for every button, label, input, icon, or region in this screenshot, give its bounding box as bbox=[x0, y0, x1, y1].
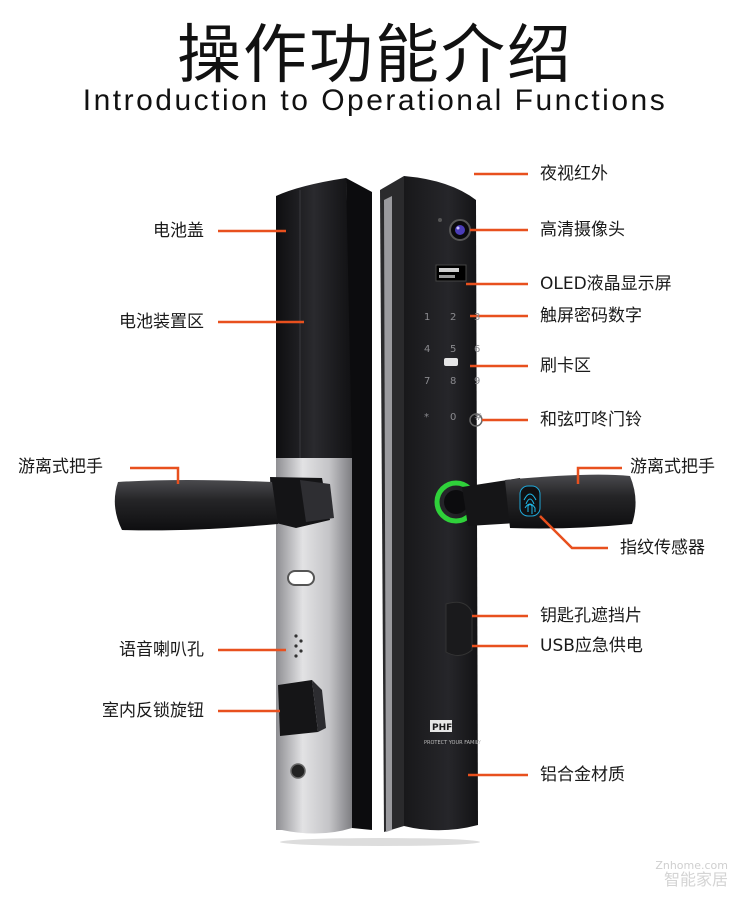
indoor-steel-body bbox=[276, 458, 352, 834]
label-hd-camera: 高清摄像头 bbox=[540, 220, 625, 240]
label-touch-keys: 触屏密码数字 bbox=[540, 306, 642, 326]
keypad-key: 9 bbox=[474, 376, 480, 387]
label-fingerprint: 指纹传感器 bbox=[620, 538, 705, 558]
brand-logo-box bbox=[430, 720, 452, 732]
keypad-key: 6 bbox=[474, 344, 480, 355]
keypad-key: 8 bbox=[450, 376, 456, 387]
leader-lines bbox=[130, 172, 622, 777]
label-handle-right: 游离式把手 bbox=[630, 457, 715, 477]
label-alloy: 铝合金材质 bbox=[540, 765, 625, 785]
outdoor-front bbox=[404, 176, 478, 831]
label-usb: USB应急供电 bbox=[540, 636, 643, 656]
oled-screen bbox=[435, 264, 467, 282]
touch-keypad: 1 2 3 4 5 6 7 8 9 * 0 # bbox=[424, 312, 482, 423]
keypad-key: 1 bbox=[424, 312, 430, 323]
keypad-key: * bbox=[424, 412, 429, 423]
label-doorbell: 和弦叮咚门铃 bbox=[540, 410, 642, 430]
watermark: Znhome.com 智能家居 bbox=[655, 859, 728, 889]
keypad-key: 7 bbox=[424, 376, 430, 387]
keypad-key: 3 bbox=[474, 312, 480, 323]
brand-logo-text: PHF bbox=[432, 723, 452, 733]
brand-slogan: PROTECT YOUR FAMILY bbox=[424, 740, 482, 746]
watermark-name: 智能家居 bbox=[663, 870, 728, 889]
label-indoor-knob: 室内反锁旋钮 bbox=[102, 701, 204, 721]
keypad-key: 0 bbox=[450, 412, 456, 423]
label-night-ir: 夜视红外 bbox=[540, 164, 608, 184]
keypad-key: 4 bbox=[424, 344, 430, 355]
keypad-key: 2 bbox=[450, 312, 456, 323]
speaker-holes bbox=[294, 634, 303, 658]
indoor-knob bbox=[278, 680, 318, 736]
battery-cover bbox=[276, 178, 352, 458]
watermark-site: Znhome.com bbox=[655, 859, 728, 872]
keyhole-cover bbox=[445, 601, 473, 656]
label-speaker-hole: 语音喇叭孔 bbox=[119, 640, 204, 660]
keypad-key: # bbox=[474, 412, 482, 423]
page-subtitle: Introduction to Operational Functions bbox=[82, 84, 668, 117]
leader-handle-left bbox=[130, 466, 180, 484]
ir-sensor bbox=[438, 218, 442, 222]
indoor-slot bbox=[287, 570, 315, 586]
fingerprint-sensor-icon bbox=[523, 493, 537, 514]
left-handle bbox=[114, 480, 278, 531]
keypad-key: 5 bbox=[450, 344, 456, 355]
label-battery-area: 电池装置区 bbox=[119, 312, 204, 332]
label-handle-left: 游离式把手 bbox=[18, 457, 103, 477]
leader-fingerprint bbox=[539, 515, 608, 550]
indoor-panel bbox=[114, 178, 372, 834]
card-reader-mark bbox=[444, 358, 458, 366]
label-keyhole-cover: 钥匙孔遮挡片 bbox=[540, 606, 642, 626]
label-oled: OLED液晶显示屏 bbox=[540, 274, 672, 294]
label-card-area: 刷卡区 bbox=[540, 356, 591, 376]
page-title: 操作功能介绍 bbox=[177, 19, 573, 93]
outdoor-panel bbox=[280, 176, 636, 846]
leader-handle-right bbox=[576, 466, 622, 484]
label-battery-cover: 电池盖 bbox=[153, 221, 204, 241]
